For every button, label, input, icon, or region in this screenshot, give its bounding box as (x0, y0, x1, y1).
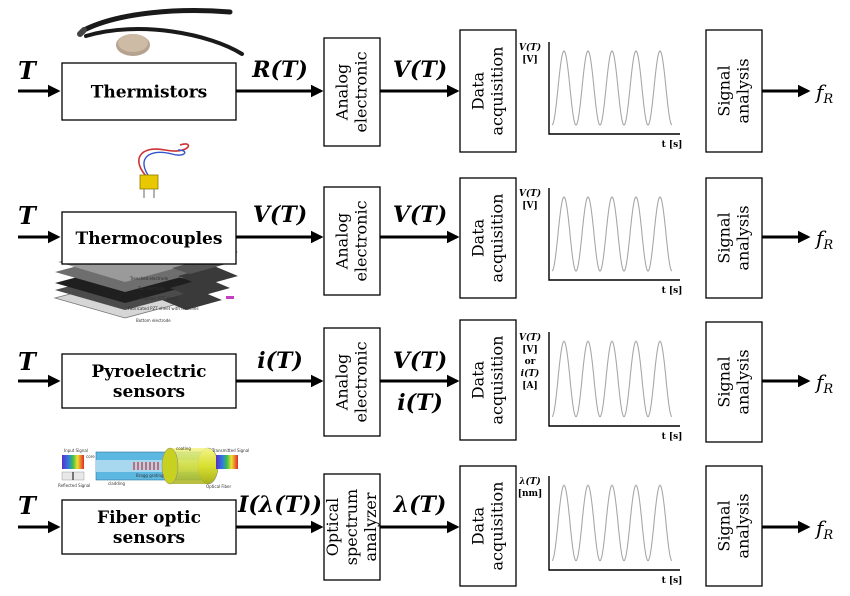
y-axis-label: i(T) (521, 368, 540, 379)
sensor-signal-label: R(T) (251, 57, 307, 83)
data-acquisition-label: Dataacquisition (469, 336, 507, 425)
thermistor-illustration (77, 8, 244, 56)
sensor-label: Pyroelectric (91, 362, 206, 382)
sensor-label: sensors (113, 528, 185, 548)
sine-signal-line (551, 484, 673, 562)
data-acquisition-label: Dataacquisition (469, 194, 507, 283)
pyro-caption-3: Polymer PZT sheet (140, 296, 178, 301)
y-axis-label: [V] (522, 345, 538, 355)
signal-analysis-label: Signalanalysis (715, 349, 753, 414)
data-acquisition-box (459, 177, 517, 299)
y-axis-label: or (525, 357, 536, 367)
y-axis-label: λ(T) (518, 476, 541, 487)
converter-output-label: λ(T) (393, 492, 447, 518)
x-axis-label: t [s] (662, 432, 683, 442)
y-axis-label: [A] (522, 381, 538, 391)
converter-box (323, 327, 381, 437)
data-acquisition-box (459, 29, 517, 153)
data-acquisition-box (459, 465, 517, 587)
sensor-box (61, 62, 237, 121)
y-axis-label: [V] (522, 55, 538, 65)
graph-axes (548, 42, 680, 135)
fiber-caption-optical: Optical Fiber (206, 484, 232, 489)
sine-signal-line (551, 340, 673, 418)
sine-signal-line (551, 50, 673, 126)
graph-axes (548, 332, 680, 427)
converter-output-label: i(T) (397, 390, 443, 416)
output-frequency-label: fR (814, 516, 833, 543)
x-axis-label: t [s] (662, 140, 683, 150)
graph-axes (548, 476, 680, 571)
input-temperature-label: T (18, 347, 38, 376)
sensor-label: Thermistors (91, 83, 208, 103)
input-temperature-label: T (18, 491, 38, 520)
signal-analysis-label: Signalanalysis (715, 205, 753, 270)
output-frequency-label: fR (814, 80, 833, 107)
x-axis-label: t [s] (662, 286, 683, 296)
y-axis-label: V(T) (519, 42, 541, 53)
signal-analysis-box (705, 321, 763, 443)
signal-chain-row: T Thermistors R(T) Analogelectronic V(T) Data… (18, 29, 833, 153)
converter-output-label: V(T) (393, 202, 447, 228)
sensor-box (61, 353, 237, 409)
signal-chain-row: T Thermocouples V(T) Analogelectronic V(T) Da… (18, 177, 833, 299)
input-temperature-label: T (18, 201, 38, 230)
fiber-caption-cladding: cladding (108, 481, 125, 486)
converter-box (323, 37, 381, 147)
output-frequency-label: fR (814, 370, 833, 397)
fiber-caption-coating: coating (176, 446, 191, 451)
x-axis-label: t [s] (662, 576, 683, 586)
signal-analysis-label: Signalanalysis (715, 493, 753, 558)
thermocouple-illustration (138, 143, 190, 198)
converter-output-label: V(T) (393, 57, 447, 83)
fiber-caption-input: Input Signal (64, 448, 88, 453)
sensor-box (61, 499, 237, 555)
data-acquisition-label: Dataacquisition (469, 47, 507, 136)
pyro-caption-5: Bottom electrode (136, 318, 171, 323)
converter-label: Analogelectronic (333, 51, 371, 132)
sine-signal-line (551, 196, 673, 272)
converter-output-label: V(T) (393, 348, 447, 374)
converter-label: Analogelectronic (333, 200, 371, 281)
fiber-caption-transmitted: Transmitted Signal (211, 448, 249, 453)
converter-label: Analogelectronic (333, 341, 371, 422)
y-axis-label: [nm] (518, 489, 543, 499)
converter-label: Opticalspectrumanalyzer (323, 489, 380, 565)
graph-axes (548, 188, 680, 281)
data-acquisition-label: Dataacquisition (469, 482, 507, 571)
fiber-bragg-illustration: Input Signal Reflected Signal core Bragg… (58, 446, 249, 489)
y-axis-label: V(T) (519, 188, 541, 199)
y-axis-label: [V] (522, 201, 538, 211)
converter-box (323, 473, 381, 581)
sensor-signal-label: V(T) (253, 202, 307, 228)
y-axis-label: V(T) (519, 332, 541, 343)
sensor-box (61, 211, 237, 265)
fiber-caption-reflected: Reflected Signal (58, 483, 90, 488)
pyro-caption-1: Trenched electrode (129, 276, 169, 281)
pyro-caption-4: Fabricated PZT sheet with trenches (128, 306, 199, 311)
sensor-signal-label: i(T) (257, 348, 303, 374)
output-frequency-label: fR (814, 226, 833, 253)
sensor-label: Fiber optic (97, 508, 201, 528)
signal-analysis-box (705, 465, 763, 587)
fiber-caption-core: core (86, 454, 95, 459)
pyro-caption-2: Top electrode (137, 286, 165, 291)
data-acquisition-box (459, 319, 517, 441)
fiber-caption-bragg: Bragg grating (136, 473, 164, 478)
sensor-signal-label: I(λ(T)) (237, 492, 322, 518)
signal-analysis-label: Signalanalysis (715, 58, 753, 123)
sensor-label: sensors (113, 382, 185, 402)
input-temperature-label: T (18, 56, 38, 85)
converter-box (323, 186, 381, 296)
sensor-label: Thermocouples (76, 229, 223, 249)
